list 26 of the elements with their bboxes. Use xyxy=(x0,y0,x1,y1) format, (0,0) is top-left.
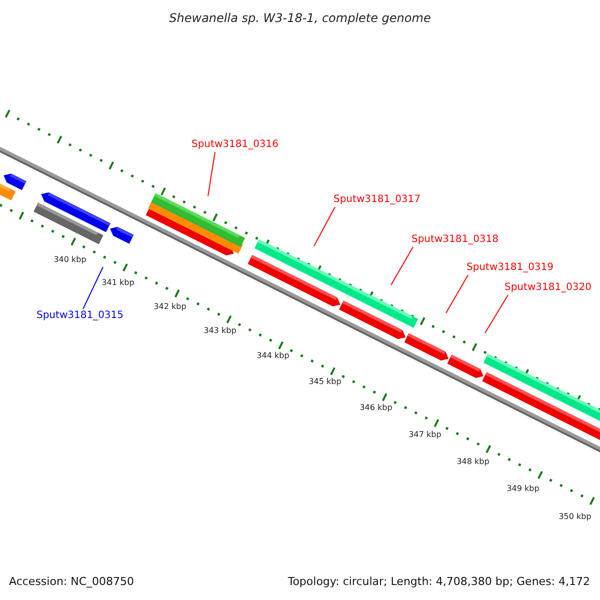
leader-line xyxy=(446,274,468,314)
position-label: 341 kbp xyxy=(102,277,134,289)
gene-label: Sputw3181_0319 xyxy=(466,263,554,273)
accession-text: Accession: NC_008750 xyxy=(9,574,134,590)
position-label: 347 kbp xyxy=(408,429,442,441)
leader-line xyxy=(484,294,508,334)
gene-label: Sputw3181_0318 xyxy=(411,235,499,245)
gene-label: Sputw3181_0316 xyxy=(191,140,279,150)
position-label: 346 kbp xyxy=(360,402,392,414)
position-label: 348 kbp xyxy=(456,456,490,468)
position-label: 350 kbp xyxy=(558,511,592,523)
position-label: 344 kbp xyxy=(256,350,290,362)
map-title: Shewanella sp. W3-18-1, complete genome xyxy=(168,10,432,27)
genome-stats-text: Topology: circular; Length: 4,708,380 bp; Genes: 4,172 xyxy=(288,574,590,590)
leader-line xyxy=(208,152,216,196)
gene-label: Sputw3181_0315 xyxy=(36,311,124,321)
gene-label: Sputw3181_0317 xyxy=(333,195,421,205)
position-label: 340 kbp xyxy=(54,254,86,266)
leader-line xyxy=(314,206,336,246)
leader-line xyxy=(82,266,104,310)
leader-line xyxy=(390,246,414,286)
position-label: 343 kbp xyxy=(204,325,236,337)
position-label: 342 kbp xyxy=(154,301,186,313)
gene-label: Sputw3181_0320 xyxy=(504,283,592,293)
position-label: 349 kbp xyxy=(506,483,540,495)
position-label: 345 kbp xyxy=(308,376,342,388)
